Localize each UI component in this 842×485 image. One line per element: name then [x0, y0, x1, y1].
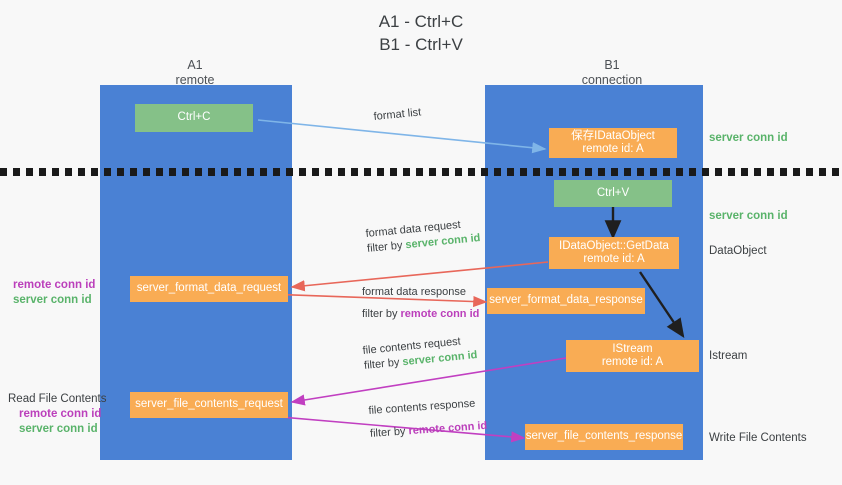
edge-file-contents-response-filter: filter by remote conn id [370, 419, 488, 442]
note-server-conn-id-mid: server conn id [709, 210, 788, 222]
node-server-file-contents-response[interactable]: server_file_contents_response [525, 424, 683, 450]
column-b1-sub: connection [581, 73, 643, 87]
edge-label-file-contents-response: file contents response filter by remote … [368, 396, 488, 442]
column-header-b1: B1 connection [535, 58, 689, 88]
note-dataobject: DataObject [709, 245, 767, 257]
edge-label-format-list: format list [373, 105, 422, 125]
diagram-title: A1 - Ctrl+C B1 - Ctrl+V [0, 10, 842, 56]
node-server-format-data-response[interactable]: server_format_data_response [487, 288, 645, 314]
note-server-conn-id-top: server conn id [709, 132, 788, 144]
edge-file-contents-response-filter-prefix: filter by [369, 425, 409, 440]
edge-format-data-response-filter: filter by remote conn id [362, 307, 479, 322]
note-remote-conn-id-1: remote conn id [13, 279, 96, 291]
column-header-a1: A1 remote [118, 58, 272, 88]
column-b1-name: B1 [604, 58, 620, 72]
note-group-format-data: remote conn id server conn id [13, 278, 95, 308]
node-server-format-data-request[interactable]: server_format_data_request [130, 276, 288, 302]
node-getdata-line1: IDataObject::GetData [559, 239, 669, 252]
note-group-file-contents: Read File Contents remote conn id server… [8, 392, 106, 437]
note-server-conn-id-2: server conn id [19, 423, 98, 435]
node-ctrl-v-label: Ctrl+V [596, 186, 630, 199]
edge-file-contents-response-line1: file contents response [368, 397, 476, 417]
edge-format-data-response-filter-prefix: filter by [362, 308, 401, 320]
node-istream[interactable]: IStream remote id: A [566, 340, 699, 372]
note-istream: Istream [709, 350, 748, 362]
note-write-file-contents: Write File Contents [709, 432, 807, 444]
node-ctrl-c-label: Ctrl+C [177, 111, 211, 124]
edge-format-data-response-filter-token: remote conn id [400, 308, 480, 320]
note-remote-conn-id-2: remote conn id [19, 408, 102, 420]
edge-format-data-response-line1: format data response [362, 286, 466, 298]
node-server-format-data-response-label: server_format_data_response [489, 294, 643, 307]
edge-format-data-request-filter-prefix: filter by [366, 239, 407, 255]
column-a1-name: A1 [187, 58, 203, 72]
note-server-conn-id-1: server conn id [13, 294, 92, 306]
edge-label-format-data-request: format data request filter by server con… [365, 216, 481, 257]
node-server-file-contents-request[interactable]: server_file_contents_request [130, 392, 288, 418]
edge-label-format-list-text: format list [373, 106, 422, 123]
node-server-file-contents-request-label: server_file_contents_request [135, 398, 283, 411]
node-save-idataobject-line2: remote id: A [582, 143, 644, 155]
title-line-1: A1 - Ctrl+C [378, 12, 464, 31]
node-server-file-contents-response-label: server_file_contents_response [525, 430, 683, 443]
node-ctrl-c[interactable]: Ctrl+C [135, 104, 253, 132]
node-istream-line2: remote id: A [601, 356, 664, 368]
edge-file-contents-response-filter-token: remote conn id [408, 419, 488, 438]
edge-label-format-data-response: format data response filter by remote co… [362, 285, 479, 322]
node-server-format-data-request-label: server_format_data_request [136, 282, 282, 295]
node-save-idataobject[interactable]: 保存IDataObject remote id: A [549, 128, 677, 158]
title-line-2: B1 - Ctrl+V [379, 35, 463, 54]
node-save-idataobject-line1: 保存IDataObject [571, 129, 655, 142]
edge-label-file-contents-request: file contents request filter by server c… [362, 333, 478, 374]
node-istream-line1: IStream [612, 342, 653, 355]
edge-file-contents-request-filter-prefix: filter by [363, 356, 404, 372]
node-getdata-line2: remote id: A [583, 253, 645, 265]
note-read-file-contents: Read File Contents [8, 393, 107, 405]
column-a1-sub: remote [175, 73, 215, 87]
node-ctrl-v[interactable]: Ctrl+V [554, 180, 672, 207]
dashed-divider [0, 168, 842, 176]
node-idataobject-getdata[interactable]: IDataObject::GetData remote id: A [549, 237, 679, 269]
